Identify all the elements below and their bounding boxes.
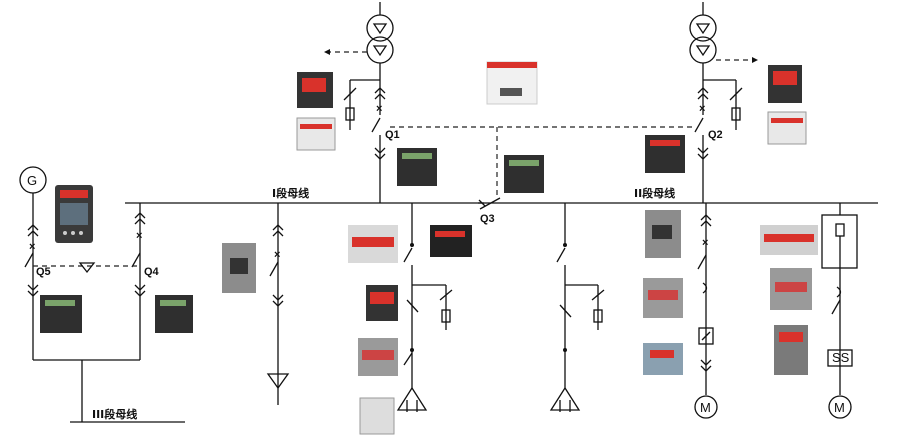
- svg-text:×: ×: [274, 249, 280, 261]
- soft-starter-symbol: SS: [832, 350, 850, 365]
- svg-text:×: ×: [376, 103, 382, 115]
- bus-label-1: I段母线: [272, 186, 309, 200]
- enclosure-photo: [486, 61, 538, 105]
- fuse-icon: [835, 223, 845, 237]
- device-photos: [40, 61, 818, 435]
- interlock-dashed-top: [390, 126, 695, 198]
- svg-text:×: ×: [699, 103, 705, 115]
- fuse-icon: [593, 309, 603, 323]
- svg-text:×: ×: [29, 241, 35, 253]
- capacitor-icon: [396, 386, 428, 412]
- capacitor-photo: [359, 397, 395, 435]
- generator-section: G × Q5 × Q4 III段母线: [19, 166, 185, 423]
- motor-icon: [828, 395, 852, 419]
- bus-label-2: II段母线: [634, 186, 675, 200]
- surge-arrester-photo: [767, 111, 807, 145]
- bus-tie-q3: Q3: [478, 197, 501, 225]
- capacitor-feeder-2: [549, 203, 605, 412]
- generator-controller-photo: [55, 185, 93, 243]
- surge-arrester-photo: [296, 117, 336, 151]
- capacitor-icon: [549, 386, 581, 412]
- generator-symbol: G: [27, 173, 37, 188]
- bus-label-3: III段母线: [92, 407, 137, 421]
- motor-icon: [694, 395, 718, 419]
- transformer-2: × Q2: [689, 2, 758, 203]
- capacitor-feeder-1: [396, 203, 453, 412]
- breaker-label-q5: Q5: [36, 266, 51, 278]
- relay-photo: [643, 343, 683, 375]
- breaker-label-q4: Q4: [144, 266, 160, 278]
- svg-text:×: ×: [136, 230, 142, 242]
- transformer-1: × Q1: [324, 2, 400, 203]
- motor-symbol-a: M: [700, 400, 711, 415]
- breaker-label-q1: Q1: [385, 129, 400, 141]
- feeder-load: ×: [266, 203, 290, 405]
- breaker-label-q2: Q2: [708, 129, 723, 141]
- motor-feeder-a: × M: [694, 203, 718, 419]
- motor-symbol-b: M: [834, 400, 845, 415]
- breaker-label-q3: Q3: [480, 213, 495, 225]
- fuse-icon: [731, 107, 741, 121]
- svg-text:×: ×: [702, 237, 708, 249]
- fuse-icon: [345, 107, 355, 121]
- fuse-icon: [441, 309, 451, 323]
- enclosure-photo: [430, 225, 472, 257]
- motor-feeder-b: SS M: [821, 203, 858, 419]
